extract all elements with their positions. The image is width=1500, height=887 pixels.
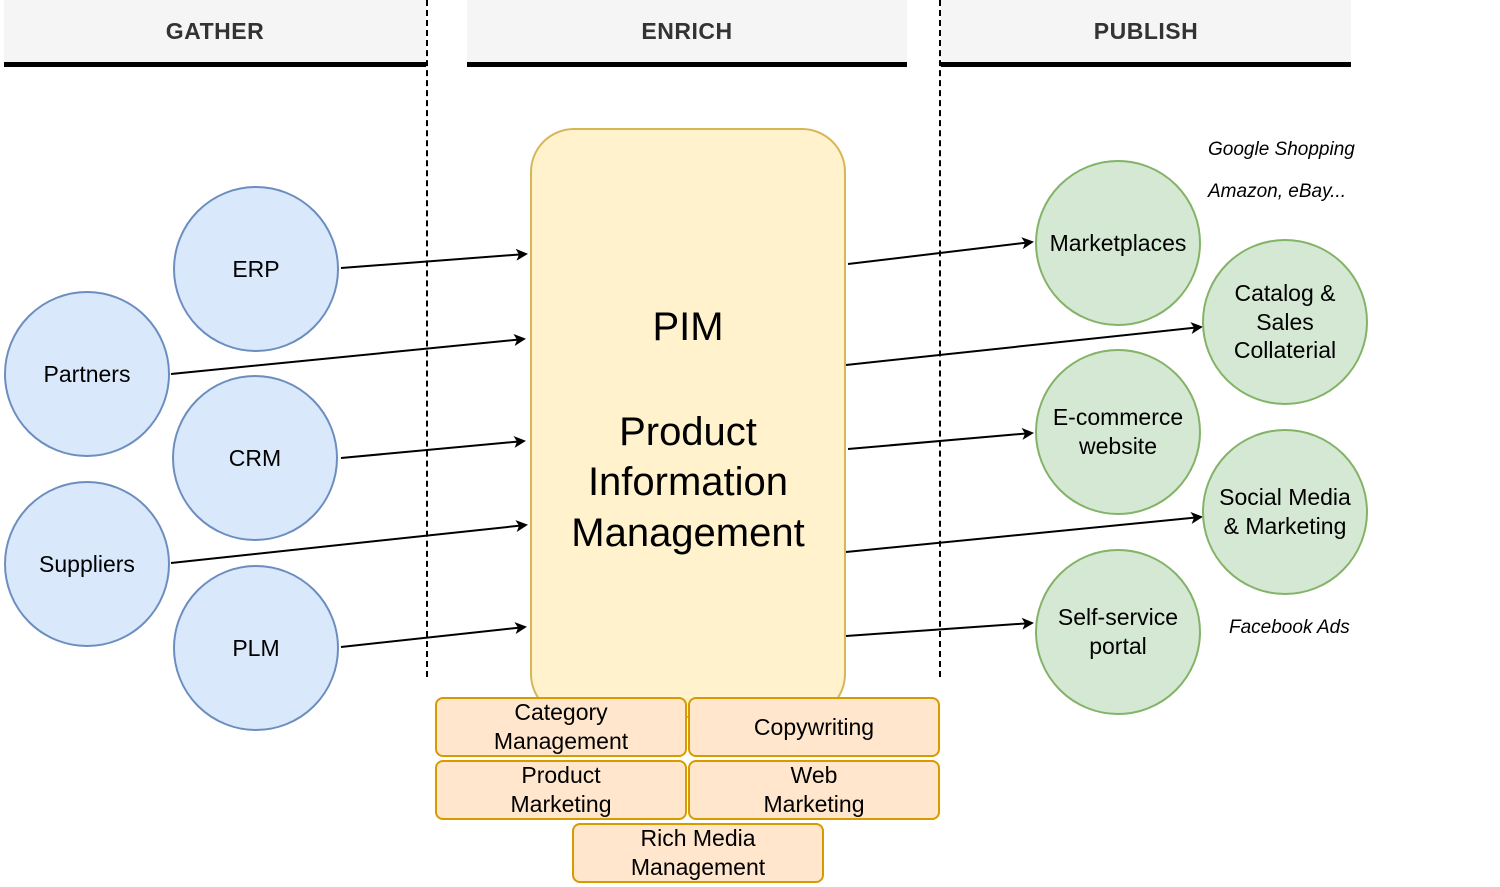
stage-header-publish: PUBLISH bbox=[941, 0, 1351, 67]
stage-header-gather: GATHER bbox=[4, 0, 426, 67]
task-copywriting-label: Copywriting bbox=[753, 713, 875, 740]
task-web-marketing: Web Marketing bbox=[688, 760, 940, 820]
channel-marketplaces-label: Marketplaces bbox=[1049, 229, 1187, 256]
pim-full-name: Product Information Management bbox=[571, 410, 805, 555]
channel-social: Social Media & Marketing bbox=[1202, 429, 1368, 595]
task-category-management-label: Category Management bbox=[493, 699, 629, 754]
divider-gather-enrich bbox=[426, 0, 428, 677]
arrow-pim-to-catalog bbox=[845, 322, 1203, 366]
stage-label-enrich: ENRICH bbox=[641, 17, 733, 44]
arrow-pim-to-ecommerce bbox=[847, 427, 1034, 450]
source-partners: Partners bbox=[4, 291, 170, 457]
channel-marketplaces: Marketplaces bbox=[1035, 160, 1201, 326]
arrow-plm-to-pim bbox=[340, 622, 527, 648]
arrow-pim-to-marketplaces bbox=[847, 237, 1034, 265]
channel-catalog: Catalog & Sales Collaterial bbox=[1202, 239, 1368, 405]
pim-acronym: PIM bbox=[652, 305, 724, 349]
source-suppliers: Suppliers bbox=[4, 481, 170, 647]
source-partners-label: Partners bbox=[43, 360, 131, 387]
source-plm: PLM bbox=[173, 565, 339, 731]
stage-header-enrich: ENRICH bbox=[467, 0, 907, 67]
task-rich-media-management-label: Rich Media Management bbox=[630, 825, 766, 880]
task-product-marketing-label: Product Marketing bbox=[510, 762, 612, 817]
task-web-marketing-label: Web Marketing bbox=[763, 762, 865, 817]
source-crm-label: CRM bbox=[228, 444, 282, 471]
arrow-erp-to-pim bbox=[340, 248, 528, 269]
source-crm: CRM bbox=[172, 375, 338, 541]
channel-social-label: Social Media & Marketing bbox=[1219, 484, 1351, 539]
task-rich-media-management: Rich Media Management bbox=[572, 823, 824, 883]
arrow-pim-to-portal bbox=[845, 617, 1034, 637]
source-erp-label: ERP bbox=[232, 255, 280, 282]
channel-portal: Self-service portal bbox=[1035, 549, 1201, 715]
stage-label-gather: GATHER bbox=[165, 17, 265, 44]
channel-catalog-label: Catalog & Sales Collaterial bbox=[1233, 279, 1337, 364]
note-facebook-ads: Facebook Ads bbox=[1229, 617, 1350, 638]
arrow-suppliers-to-pim bbox=[170, 520, 528, 564]
source-plm-label: PLM bbox=[232, 634, 280, 661]
channel-ecommerce-label: E-commerce website bbox=[1052, 404, 1184, 459]
task-category-management: Category Management bbox=[435, 697, 687, 757]
arrow-pim-to-social bbox=[845, 512, 1203, 553]
note-amazon-ebay: Amazon, eBay... bbox=[1208, 181, 1346, 202]
arrow-partners-to-pim bbox=[170, 334, 526, 375]
note-google-shopping: Google Shopping bbox=[1208, 139, 1355, 160]
task-product-marketing: Product Marketing bbox=[435, 760, 687, 820]
channel-portal-label: Self-service portal bbox=[1057, 604, 1179, 659]
task-copywriting: Copywriting bbox=[688, 697, 940, 757]
pim-box bbox=[530, 128, 846, 718]
divider-enrich-publish bbox=[939, 0, 941, 677]
source-erp: ERP bbox=[173, 186, 339, 352]
channel-ecommerce: E-commerce website bbox=[1035, 349, 1201, 515]
stage-label-publish: PUBLISH bbox=[1093, 17, 1199, 44]
arrow-crm-to-pim bbox=[340, 435, 526, 459]
source-suppliers-label: Suppliers bbox=[39, 550, 135, 577]
